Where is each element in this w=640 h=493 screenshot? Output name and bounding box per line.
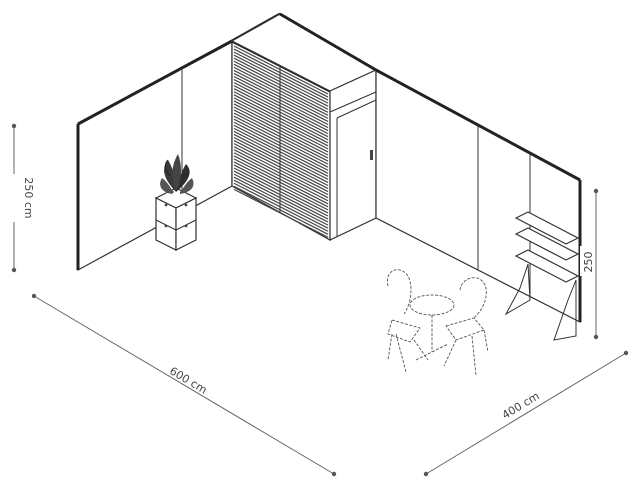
left-wall (76, 39, 233, 272)
slatted-partition (231, 39, 331, 242)
slat (233, 106, 329, 156)
plant-icon (160, 154, 194, 194)
slat (233, 79, 329, 129)
dimension-width-front: 600 cm (31, 293, 337, 477)
slat (233, 100, 329, 150)
slat (233, 136, 329, 187)
slat (233, 185, 329, 235)
slat (233, 164, 329, 214)
round-table (409, 294, 455, 316)
slat (233, 182, 329, 232)
dimension-label-width-front: 600 cm (167, 364, 209, 396)
slat (233, 75, 329, 126)
slat (233, 173, 329, 223)
plant-pedestal (154, 187, 198, 251)
slat (233, 103, 329, 153)
slat (233, 115, 329, 165)
slat (233, 188, 329, 238)
slat (233, 60, 329, 110)
slat (233, 57, 329, 107)
slat (233, 155, 329, 205)
slat (233, 48, 329, 98)
slat (233, 112, 329, 162)
dimension-label-height-right: 250 (582, 252, 595, 273)
slat (233, 66, 329, 116)
slat (233, 85, 329, 135)
table-and-chairs (386, 269, 489, 377)
slat (233, 179, 329, 229)
dimension-label-height-left: 250 cm (22, 177, 35, 218)
slat (233, 91, 329, 141)
slat (233, 130, 329, 180)
right-back-wall (375, 68, 582, 323)
slat (233, 45, 329, 95)
slat (233, 72, 329, 122)
chair-left (386, 269, 429, 373)
slat (233, 176, 329, 226)
slat (233, 170, 329, 220)
dimension-height-left: 250 cm (8, 123, 35, 273)
slat (233, 143, 329, 193)
door-handle-icon (370, 150, 373, 160)
slat (233, 161, 329, 211)
dimension-height-right: 250 (580, 188, 599, 340)
dimension-depth-right: 400 cm (423, 350, 629, 477)
slat (233, 51, 329, 101)
slat (233, 121, 329, 171)
slat (233, 94, 329, 144)
slat (233, 158, 329, 208)
slat (233, 109, 329, 159)
slat (233, 124, 329, 174)
slat (233, 118, 329, 168)
slat (233, 167, 329, 217)
storage-room (230, 12, 378, 241)
slat (233, 97, 329, 147)
wall-shelves (504, 211, 580, 341)
slat (233, 127, 329, 177)
slat (233, 82, 329, 132)
slat (233, 63, 329, 113)
slat (233, 140, 329, 190)
slat (233, 146, 329, 196)
slat (233, 69, 329, 119)
slat (233, 133, 329, 183)
slat (233, 88, 329, 138)
slat (233, 149, 329, 199)
slat (233, 54, 329, 104)
slat (233, 152, 329, 202)
chair-right (443, 277, 489, 377)
